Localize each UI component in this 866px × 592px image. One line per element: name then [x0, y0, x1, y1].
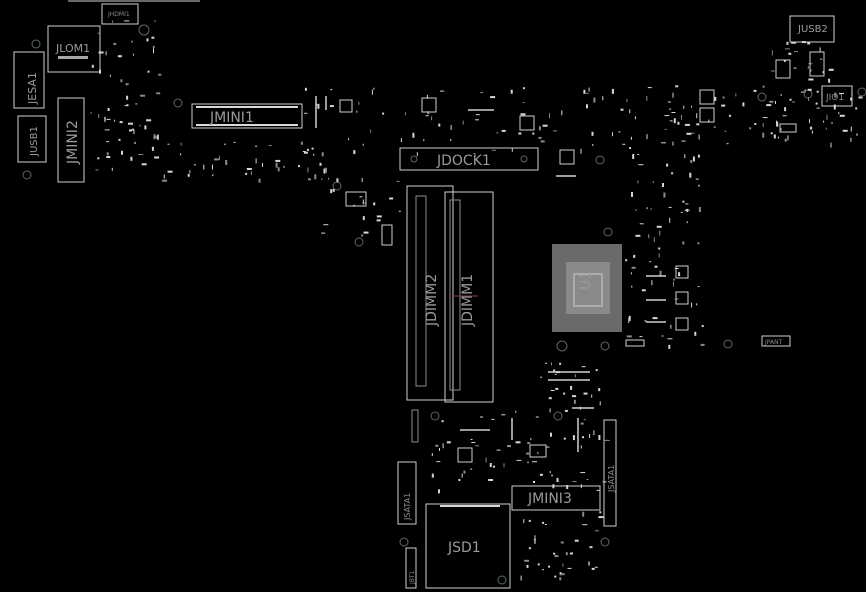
- label-jpant: JPANT: [764, 339, 783, 346]
- label-jusb1: JUSB1: [29, 126, 40, 157]
- label-jmini3: JMINI3: [527, 491, 572, 507]
- connector-jsd1[interactable]: JSD1: [425, 503, 511, 589]
- label-jsd1: JSD1: [447, 540, 481, 556]
- label-jlom1: JLOM1: [55, 42, 90, 55]
- connector-jlom1[interactable]: JLOM1: [47, 25, 101, 73]
- label-jio1: JIO1: [825, 93, 844, 103]
- label-jdimm1: JDIMM1: [460, 274, 476, 327]
- connector-strip: [411, 409, 419, 443]
- label-jdimm2: JDIMM2: [424, 274, 440, 327]
- chip-u1[interactable]: U1: [552, 244, 622, 332]
- label-jmini1: JMINI1: [209, 110, 254, 126]
- connector-jpant[interactable]: JPANT: [761, 335, 791, 347]
- connector-jusb2[interactable]: JUSB2: [789, 15, 835, 43]
- connector-jusb1[interactable]: JUSB1: [17, 115, 47, 163]
- connector-jhdmi1[interactable]: JHDMI1: [101, 3, 139, 25]
- connector-jio1[interactable]: JIO1: [821, 85, 853, 107]
- connector-jdimm1[interactable]: JDIMM1: [444, 191, 494, 403]
- label-u1: U1: [578, 271, 594, 290]
- mounting-holes: [22, 24, 866, 585]
- label-jhdmi1: JHDMI1: [107, 11, 130, 18]
- connector-jmini2[interactable]: JMINI2: [57, 97, 85, 183]
- label-jdock1: JDOCK1: [436, 153, 491, 169]
- connector-jesa1[interactable]: JESA1: [13, 51, 45, 109]
- label-jsata1: JSATA1: [607, 465, 616, 493]
- connector-jsata1-side[interactable]: JSATA1: [397, 461, 417, 525]
- connector-jdock1[interactable]: JDOCK1: [399, 147, 539, 171]
- label-jsata1-side: JSATA1: [403, 493, 412, 521]
- connector-jmini1[interactable]: JMINI1: [191, 103, 303, 129]
- connector-jbt1[interactable]: JBT1: [405, 547, 417, 589]
- smd-components: [90, 20, 863, 581]
- label-jbt1: JBT1: [409, 570, 416, 585]
- label-jusb2: JUSB2: [797, 24, 828, 35]
- connector-jdimm2[interactable]: JDIMM2: [406, 185, 454, 401]
- connector-jsata1[interactable]: JSATA1: [603, 419, 617, 527]
- connector-jmini3[interactable]: JMINI3: [511, 485, 601, 511]
- label-jesa1: JESA1: [26, 72, 39, 105]
- label-jmini2: JMINI2: [65, 120, 81, 165]
